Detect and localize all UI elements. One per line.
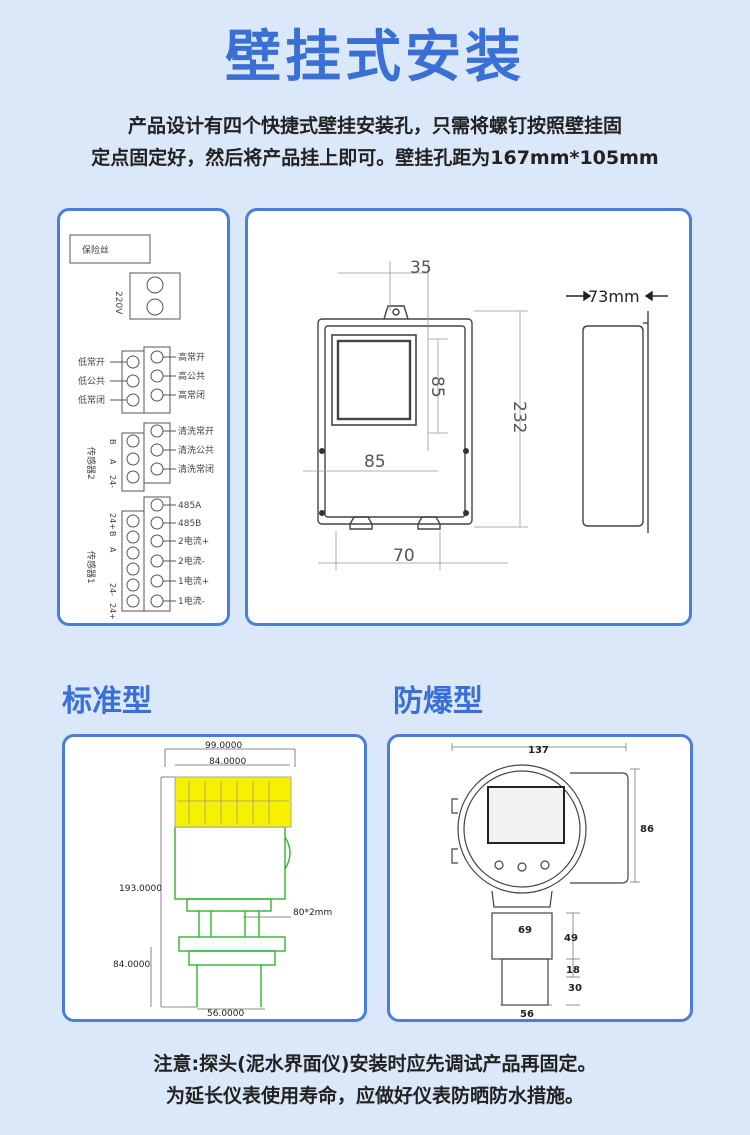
std-dim-outer-width: 99.0000 xyxy=(205,741,242,751)
sensor2-pin-24n: 24- xyxy=(108,475,117,488)
sensor1-label: 传感器1 xyxy=(85,551,97,584)
intro-line-2: 定点固定好，然后将产品挂上即可。壁挂孔距为167mm*105mm xyxy=(91,147,659,169)
wiring-diagram-panel: 保险丝 220V 低常开 低公共 低常闭 高常开 高公共 高常闭 清洗常开 清洗… xyxy=(57,208,230,626)
relay-high-com: 高公共 xyxy=(178,370,205,382)
wiring-diagram: 保险丝 220V 低常开 低公共 低常闭 高常开 高公共 高常闭 清洗常开 清洗… xyxy=(69,234,214,620)
relay-low-nc: 低常闭 xyxy=(78,394,105,406)
std-dim-height: 193.0000 xyxy=(119,884,162,894)
notice-line-2: 为延长仪表使用寿命，应做好仪表防晒防水措施。 xyxy=(165,1085,584,1107)
dim-height: 232 xyxy=(509,401,529,433)
exp-dim-probe-height: 30 xyxy=(568,983,582,994)
dimension-drawing-panel: 35 85 232 85 70 73mm xyxy=(245,208,692,626)
comm-485b: 485B xyxy=(178,519,201,529)
sensor1-pin-b: B xyxy=(108,531,117,537)
intro-text: 产品设计有四个快捷式壁挂安装孔，只需将螺钉按照壁挂固 定点固定好，然后将产品挂上… xyxy=(40,110,710,174)
exp-dim-width: 137 xyxy=(528,745,549,756)
comm-485a: 485A xyxy=(178,501,202,511)
exp-dim-gap: 18 xyxy=(566,965,580,976)
dim-inner-height: 85 xyxy=(427,376,447,398)
current-1-minus: 1电流- xyxy=(178,595,205,607)
power-label: 220V xyxy=(113,291,123,315)
sensor1-pin-a: A xyxy=(108,547,117,553)
wash-no: 清洗常开 xyxy=(178,425,214,437)
sensor2-pin-b: B xyxy=(108,439,117,445)
current-1-plus: 1电流+ xyxy=(178,575,209,587)
current-2-minus: 2电流- xyxy=(178,555,205,567)
wash-nc: 清洗常闭 xyxy=(178,463,214,475)
relay-low-no: 低常开 xyxy=(78,356,105,368)
dim-inner-width: 85 xyxy=(364,452,386,472)
section-standard-title: 标准型 xyxy=(62,684,152,719)
sensor2-pin-a: A xyxy=(108,459,117,465)
exp-dim-neck-height: 49 xyxy=(564,933,578,944)
wash-com: 清洗公共 xyxy=(178,444,214,456)
std-dim-thread: 80*2mm xyxy=(293,908,332,918)
notice-text: 注意:探头(泥水界面仪)安装时应先调试产品再固定。 为延长仪表使用寿命，应做好仪… xyxy=(40,1048,710,1112)
fuse-label: 保险丝 xyxy=(82,244,109,256)
dim-side-depth: 73mm xyxy=(588,287,640,306)
sensor1-pin-24n: 24- xyxy=(108,583,117,596)
explosion-proof-panel: 137 86 69 49 18 30 56 xyxy=(387,734,693,1022)
explosion-sensor-drawing: 137 86 69 49 18 30 56 xyxy=(451,743,654,1019)
std-dim-probe: 56.0000 xyxy=(207,1009,244,1019)
relay-high-nc: 高常闭 xyxy=(178,389,205,401)
std-dim-inner-width: 84.0000 xyxy=(209,757,246,767)
dim-bottom: 70 xyxy=(393,546,415,566)
housing-dimension-drawing: 35 85 232 85 70 73mm xyxy=(303,258,668,571)
page-title: 壁挂式安装 xyxy=(225,25,525,90)
relay-low-com: 低公共 xyxy=(78,375,105,387)
standard-type-panel: 99.0000 84.0000 193.0000 80*2mm 84.0000 … xyxy=(62,734,367,1022)
std-dim-flange: 84.0000 xyxy=(113,960,150,970)
notice-line-1: 注意:探头(泥水界面仪)安装时应先调试产品再固定。 xyxy=(153,1053,597,1075)
exp-dim-probe-width: 56 xyxy=(520,1009,534,1019)
sensor2-pin-24p: 24+ xyxy=(108,513,117,530)
exp-dim-height: 86 xyxy=(640,824,654,835)
dim-top: 35 xyxy=(410,258,432,278)
standard-sensor-drawing: 99.0000 84.0000 193.0000 80*2mm 84.0000 … xyxy=(113,741,332,1019)
exp-dim-neck: 69 xyxy=(518,925,532,936)
relay-high-no: 高常开 xyxy=(178,351,205,363)
current-2-plus: 2电流+ xyxy=(178,535,209,547)
sensor1-pin-24p: 24+ xyxy=(108,603,117,620)
sensor2-label: 传感器2 xyxy=(85,447,97,480)
section-explosion-title: 防爆型 xyxy=(393,684,483,719)
intro-line-1: 产品设计有四个快捷式壁挂安装孔，只需将螺钉按照壁挂固 xyxy=(127,115,622,137)
